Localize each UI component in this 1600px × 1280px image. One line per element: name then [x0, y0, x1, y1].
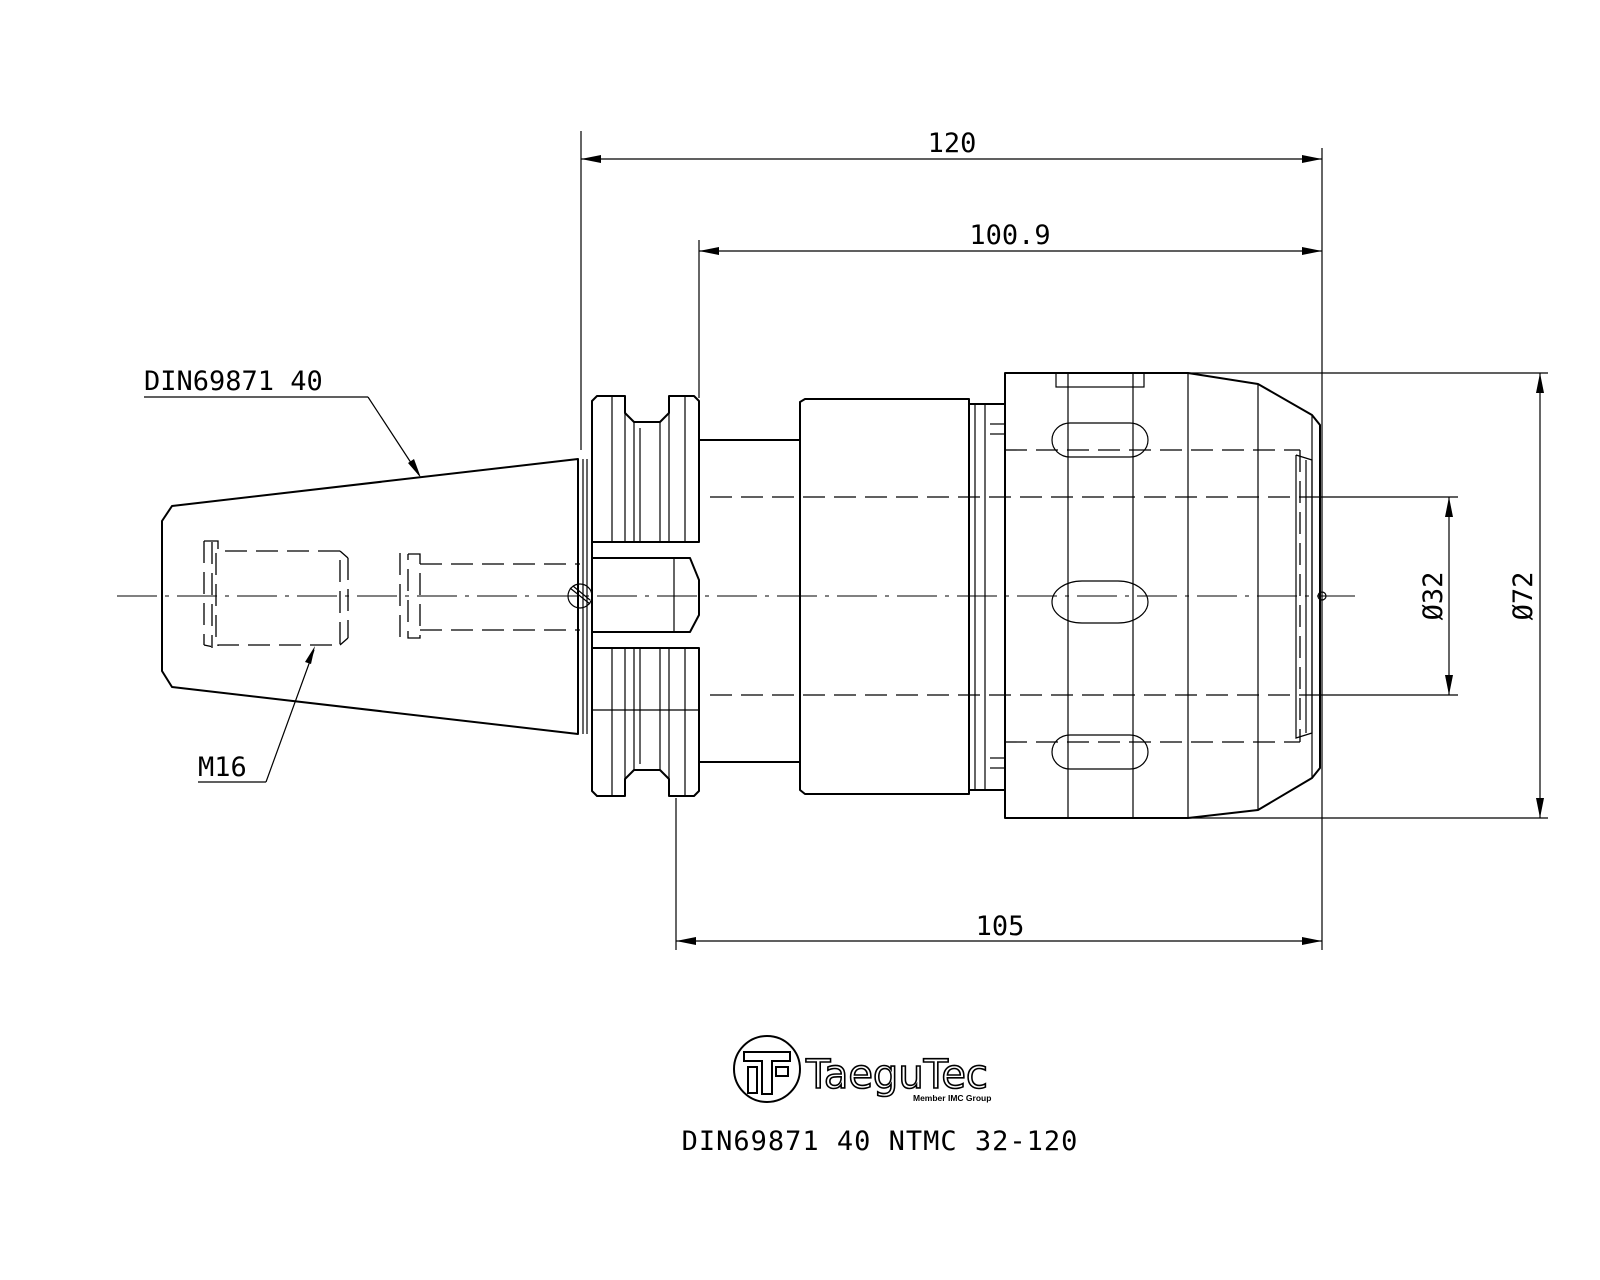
dimension-outer-diameter: Ø72	[1188, 372, 1548, 819]
logo-brand-text: TaeguTec	[805, 1052, 988, 1098]
part-designation: DIN69871 40 NTMC 32-120	[682, 1126, 1079, 1157]
clamping-nut	[1004, 372, 1327, 819]
logo-tagline: Member IMC Group	[913, 1093, 991, 1103]
dimension-gauge-length: 100.9	[698, 220, 1322, 398]
dim-gauge-length-label: 100.9	[969, 220, 1050, 251]
dimension-body-length: 105	[675, 798, 1322, 950]
callout-taper-standard-label: DIN69871 40	[144, 366, 323, 397]
taper-shank	[161, 458, 593, 735]
callout-thread-label: M16	[198, 752, 247, 783]
dim-bore-diameter-label: Ø32	[1418, 572, 1449, 621]
callout-taper-standard: DIN69871 40	[144, 366, 421, 478]
neck	[698, 439, 801, 763]
retention-bore-hidden	[203, 540, 580, 649]
dimension-overall-length: 120	[580, 128, 1323, 950]
collet-bore-hidden	[710, 449, 1320, 743]
dimension-bore-diameter: Ø32	[1320, 496, 1458, 696]
dim-overall-length-label: 120	[928, 128, 977, 159]
flange	[591, 395, 700, 797]
dim-outer-diameter-label: Ø72	[1508, 572, 1539, 621]
dim-body-length-label: 105	[976, 911, 1025, 942]
taegutec-logo: TaeguTec Member IMC Group	[733, 1035, 991, 1103]
callout-thread: M16	[198, 646, 315, 783]
